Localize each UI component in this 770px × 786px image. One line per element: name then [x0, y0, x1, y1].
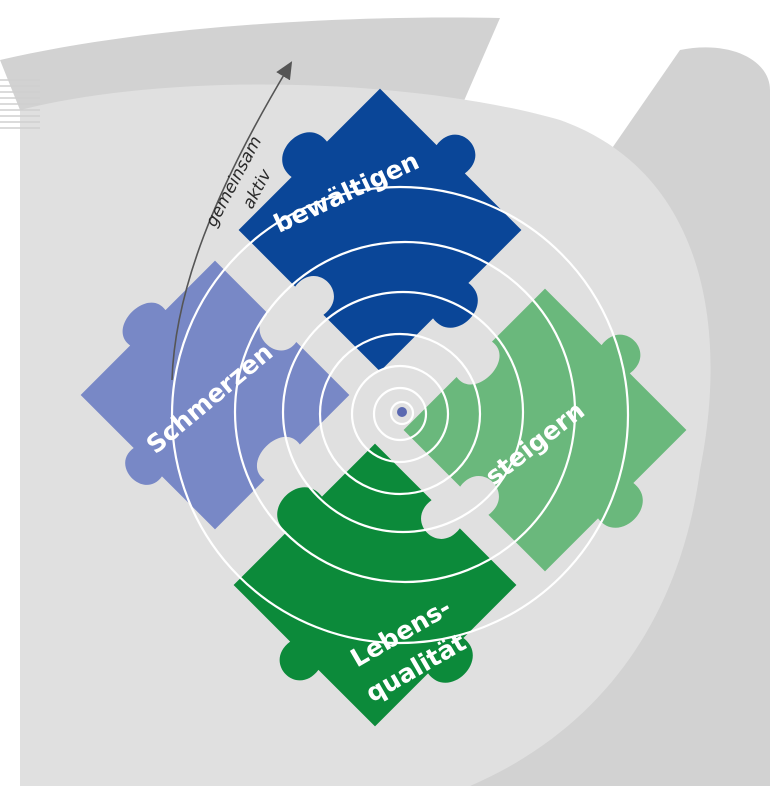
- spiral-ring-6: [372, 386, 428, 442]
- spiral-ring-2: [233, 240, 577, 584]
- spiral-ring-5: [350, 364, 450, 464]
- spiral-ring-3: [281, 290, 525, 534]
- right-swoosh: [470, 47, 770, 786]
- spiral-ring-1: [170, 185, 630, 645]
- spiral-center-dot: [397, 407, 407, 417]
- arrow-line: [171, 61, 293, 381]
- spiral: [170, 185, 630, 645]
- menu-lines-icon: [0, 79, 40, 129]
- background-ellipse: [20, 84, 711, 786]
- background: [0, 17, 770, 786]
- spiral-ring-7: [389, 400, 415, 426]
- puzzle-piece-lebensqualitaet: [233, 443, 517, 727]
- top-swoosh: [0, 17, 500, 110]
- puzzle-piece-schmerzen: [80, 260, 350, 530]
- puzzle-piece-steigern: [403, 288, 687, 572]
- spiral-ring-4: [318, 332, 482, 496]
